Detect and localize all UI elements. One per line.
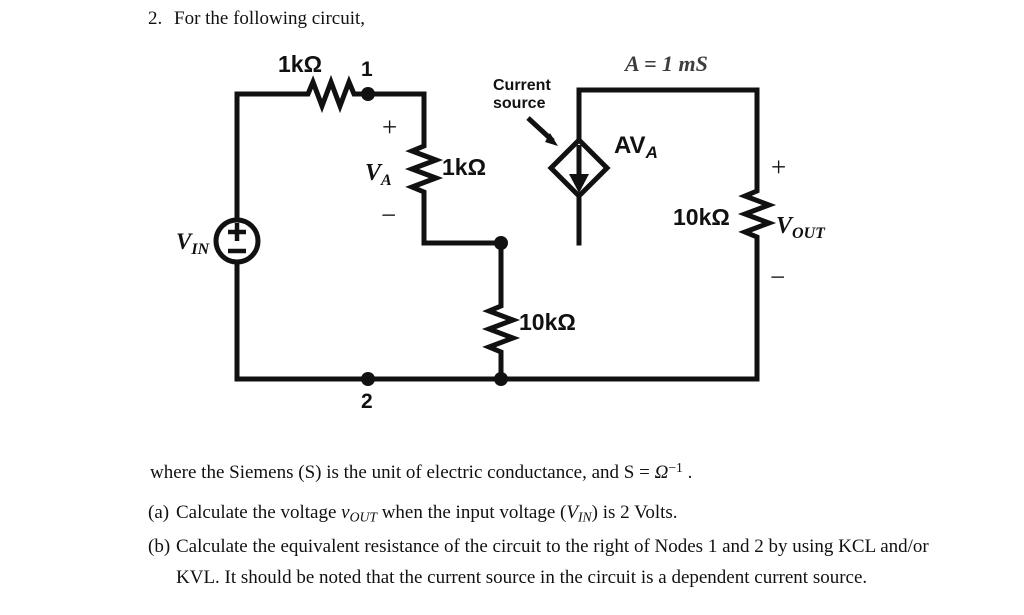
current-source-pointer-head <box>545 133 558 146</box>
current-source-annotation-line2: source <box>493 95 546 112</box>
resistor-shunt-1k-symbol <box>404 140 444 200</box>
resistor-series-1k-label: 1kΩ <box>278 51 322 77</box>
task-a-vout-subscript: OUT <box>349 509 377 525</box>
task-b-marker: (b) <box>148 536 171 557</box>
task-a-text-3: ) is 2 Volts. <box>591 502 678 523</box>
task-a-vout-symbol: v <box>341 502 350 523</box>
task-b-body: Calculate the equivalent resistance of t… <box>176 536 929 588</box>
current-arrow-head <box>569 174 589 193</box>
task-a-vin-subscript: IN <box>577 509 592 525</box>
node-1-dot <box>361 87 375 101</box>
node-2-dot <box>361 372 375 386</box>
mid-top-junction-dot <box>494 236 508 250</box>
vout-label: VOUT <box>776 213 826 242</box>
task-a-vin-symbol: V <box>566 502 578 523</box>
gain-value-label: A = 1 mS <box>623 51 708 76</box>
question-header: 2. For the following circuit, <box>148 8 365 30</box>
siemens-note-period: . <box>682 462 693 484</box>
siemens-note-text: where the Siemens (S) is the unit of ele… <box>150 462 655 484</box>
va-plus-sign: + <box>382 112 397 142</box>
resistor-mid-10k-label: 10kΩ <box>519 309 576 335</box>
node-1-label: 1 <box>361 58 373 81</box>
task-a-body: Calculate the voltage vOUT when the inpu… <box>176 497 678 532</box>
resistor-series-1k-symbol <box>302 74 360 114</box>
ohm-exponent: −1 <box>668 460 683 475</box>
vout-plus-sign: + <box>771 152 786 182</box>
task-a-marker: (a) <box>148 502 170 523</box>
vout-minus-sign: − <box>770 262 785 292</box>
mid-bottom-junction-dot <box>494 372 508 386</box>
current-source-annotation-line1: Current <box>493 77 551 94</box>
node-2-label: 2 <box>361 390 373 413</box>
vin-label: VIN <box>176 229 211 258</box>
resistor-out-10k-symbol <box>737 185 777 245</box>
dependent-source-gain-label: AVA <box>614 132 658 162</box>
va-minus-sign: − <box>381 200 396 230</box>
va-label: VA <box>365 160 392 189</box>
task-a-text-1: Calculate the voltage <box>176 502 342 523</box>
wire-va-bottom <box>421 197 504 246</box>
task-a-text-2: when the input voltage ( <box>376 502 567 523</box>
resistor-shunt-1k-label: 1kΩ <box>442 154 486 180</box>
circuit-diagram: VIN 1kΩ 1 2 1kΩ + − VA 10kΩ AVA Current … <box>0 38 1024 428</box>
task-a: (a) Calculate the voltage vOUT when the … <box>148 497 678 532</box>
question-number: 2. <box>148 8 163 29</box>
resistor-mid-10k-symbol <box>481 300 521 379</box>
siemens-note: where the Siemens (S) is the unit of ele… <box>150 452 692 488</box>
task-b: (b) Calculate the equivalent resistance … <box>148 531 948 593</box>
question-prompt: For the following circuit, <box>174 8 366 29</box>
resistor-out-10k-label: 10kΩ <box>673 204 730 230</box>
ohm-symbol: Ω <box>654 462 669 484</box>
